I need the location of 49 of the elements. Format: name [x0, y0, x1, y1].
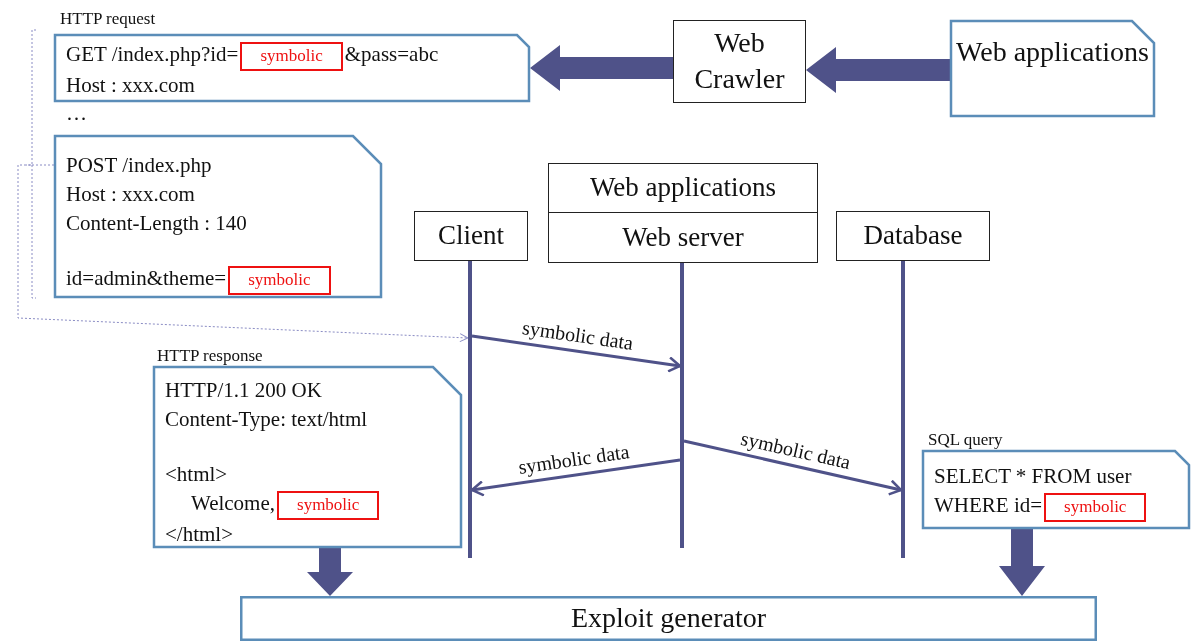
text-line: &pass=abc	[344, 42, 439, 66]
generator-box	[240, 596, 1097, 641]
symbolic-value-box: symbolic	[277, 490, 380, 520]
application-box	[950, 20, 1155, 117]
request-box	[54, 135, 382, 298]
dotted-connector	[17, 164, 469, 343]
text-line: Welcome,	[191, 491, 276, 516]
text-line: HTTP/1.1 200 OK	[165, 378, 322, 402]
component-box	[548, 212, 818, 263]
box-caption: HTTP response	[157, 346, 263, 365]
text-line: WHERE id=	[934, 493, 1043, 517]
lifeline	[468, 261, 472, 558]
text-line: Client	[438, 220, 504, 250]
block-arrow	[806, 47, 950, 93]
message-arrow	[471, 334, 682, 373]
text-line: Host : xxx.com	[66, 182, 195, 206]
message-arrow	[683, 439, 903, 496]
text-line: Web applications	[590, 172, 776, 202]
group-heading: HTTP request	[60, 9, 156, 29]
text-line: Host : xxx.com	[66, 72, 195, 97]
block-arrow	[999, 529, 1045, 596]
text-line: id=admin&theme=	[66, 266, 227, 291]
text-line: SELECT * FROM user	[934, 464, 1132, 488]
lifeline-header	[836, 211, 990, 261]
message-arrow	[470, 458, 681, 497]
lifeline	[680, 263, 684, 548]
lifeline	[901, 261, 905, 558]
lifeline-header	[414, 211, 528, 261]
text-line: Content-Type: text/html	[165, 407, 368, 431]
text-line: Exploit generator	[570, 602, 767, 633]
text-line: </html>	[165, 521, 234, 546]
crawler-box	[673, 20, 806, 103]
text-line: POST /index.php	[66, 153, 212, 177]
block-arrow	[530, 45, 673, 91]
block-arrow	[307, 548, 353, 596]
box-caption: SQL query	[928, 430, 1003, 449]
symbolic-value-box: symbolic	[1044, 492, 1147, 522]
text-line: Web server	[622, 222, 744, 252]
text-line: Web applications	[956, 36, 1149, 67]
request-box	[54, 34, 530, 102]
text-line: Web Crawler	[694, 27, 785, 94]
text-line: <html>	[165, 462, 228, 487]
ellipsis: …	[66, 101, 87, 126]
component-box	[548, 163, 818, 213]
symbolic-value-box: symbolic	[240, 41, 343, 71]
text-line: GET /index.php?id=	[66, 42, 239, 66]
text-line: Database	[863, 220, 963, 250]
text-line: Content-Length : 140	[66, 211, 247, 235]
symbolic-value-box: symbolic	[228, 265, 331, 295]
